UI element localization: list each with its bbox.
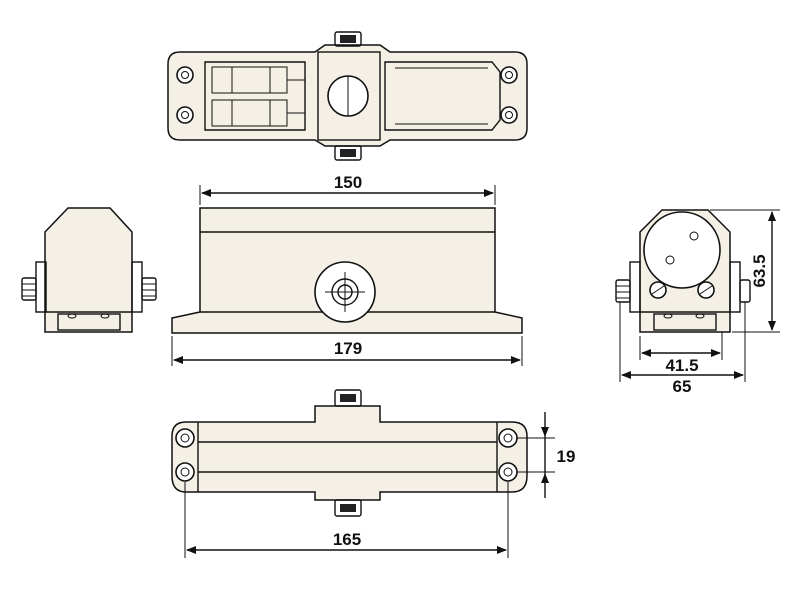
- mount-hole: [500, 106, 518, 124]
- mount-hole: [176, 106, 194, 124]
- front-view: 150 179: [171, 173, 523, 366]
- dim-label-179: 179: [334, 339, 362, 358]
- right-side-view: 63.5 41.5 65: [615, 209, 780, 396]
- dim-label-150: 150: [334, 173, 362, 192]
- dim-label-41-5: 41.5: [665, 356, 698, 375]
- dim-label-165: 165: [333, 530, 361, 549]
- left-side-view: [21, 207, 157, 333]
- dim-label-65: 65: [673, 377, 692, 396]
- bottom-view: 19 165: [171, 389, 576, 558]
- mount-hole: [176, 66, 194, 84]
- top-view: [167, 31, 528, 161]
- mount-hole: [500, 66, 518, 84]
- dim-label-19: 19: [557, 447, 576, 466]
- dim-label-63-5: 63.5: [750, 254, 769, 287]
